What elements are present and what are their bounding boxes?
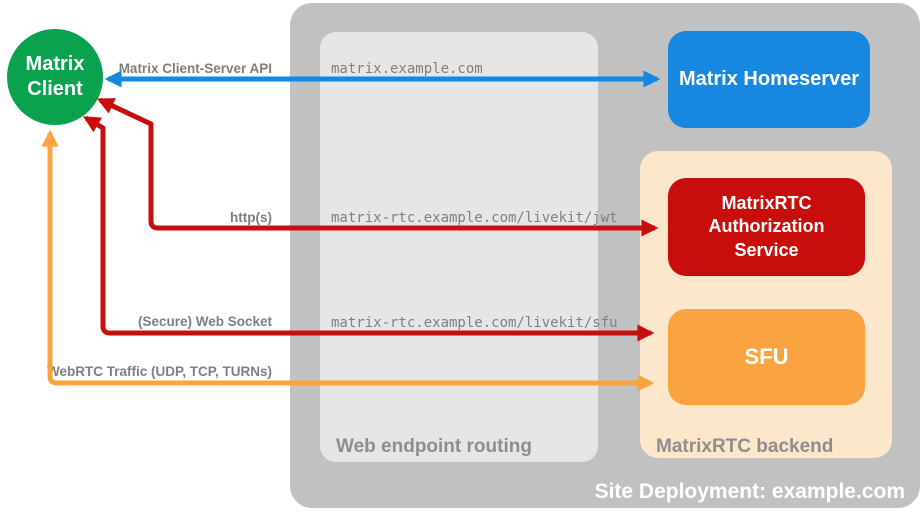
matrixrtc-authorization-service-label: MatrixRTC Authorization Service xyxy=(708,192,825,260)
client-server-api-connection-label: Matrix Client-Server API xyxy=(118,61,272,76)
endpoint-jwt-url: matrix-rtc.example.com/livekit/jwt xyxy=(331,210,618,226)
sfu-node: SFU xyxy=(668,309,865,405)
endpoint-homeserver-url: matrix.example.com xyxy=(331,61,483,77)
matrixrtc-authorization-service-node: MatrixRTC Authorization Service xyxy=(668,178,865,276)
sfu-label: SFU xyxy=(744,344,789,369)
matrix-homeserver-label: Matrix Homeserver xyxy=(678,68,860,90)
matrixrtc-backend-label: MatrixRTC backend xyxy=(656,436,834,457)
websocket-connection-label: (Secure) Web Socket xyxy=(137,314,272,329)
matrix-homeserver-node: Matrix Homeserver xyxy=(668,31,870,128)
site-deployment-label: Site Deployment: example.com xyxy=(594,480,905,503)
web-endpoint-routing-container xyxy=(320,32,598,462)
matrix-client-label: Matrix Client xyxy=(25,53,85,100)
endpoint-sfu-url: matrix-rtc.example.com/livekit/sfu xyxy=(331,315,618,331)
http-connection-label: http(s) xyxy=(230,210,272,225)
webrtc-connection-label: WebRTC Traffic (UDP, TCP, TURNs) xyxy=(46,364,272,379)
web-endpoint-routing-label: Web endpoint routing xyxy=(336,436,532,457)
matrix-client-node: Matrix Client xyxy=(7,29,103,125)
